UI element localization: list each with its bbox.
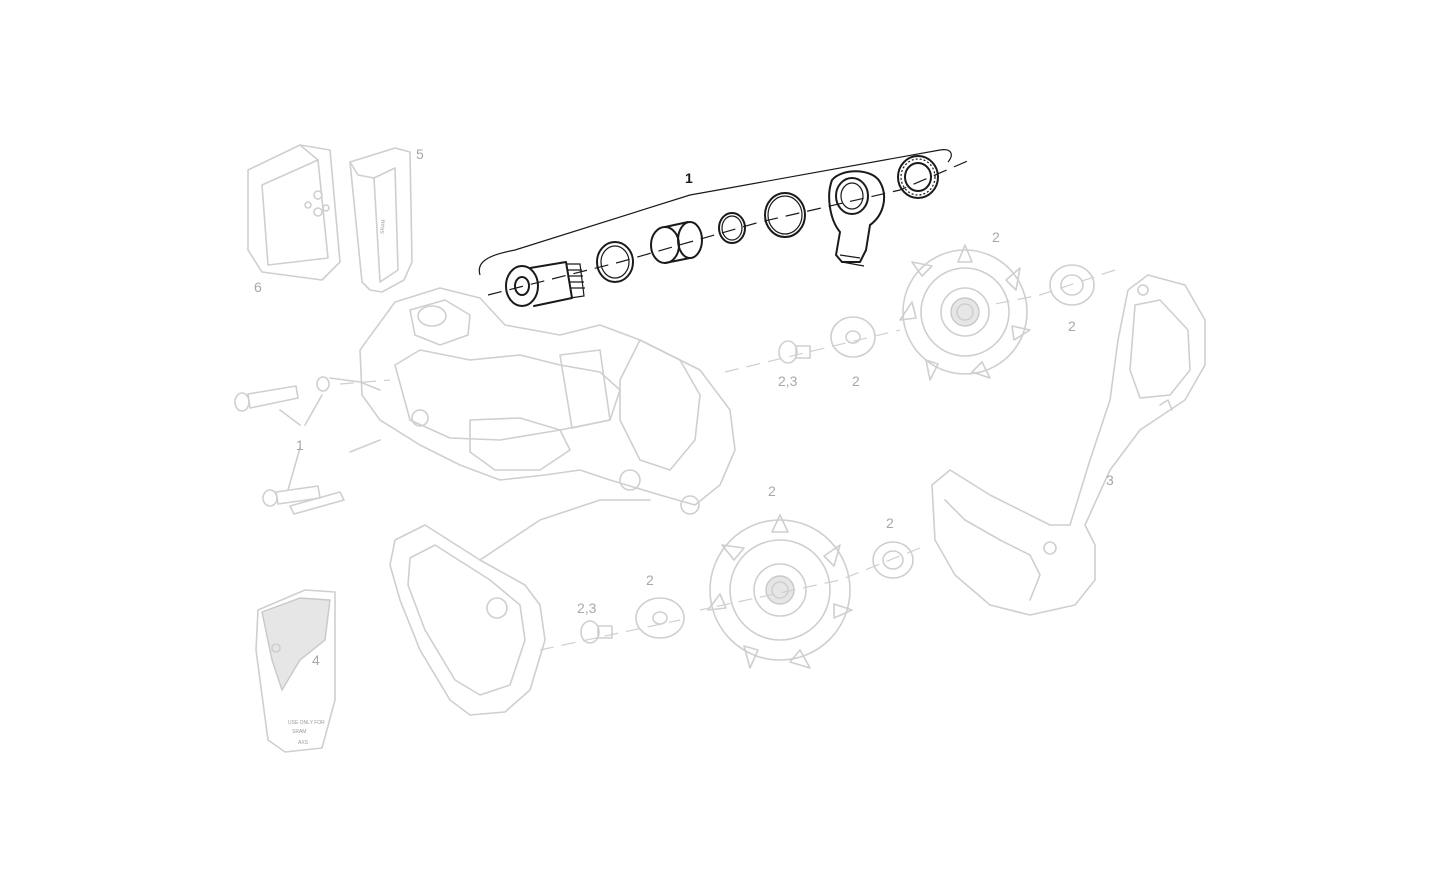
gauge-brand-text: SRAM (292, 729, 306, 735)
mounting-bolts (234, 376, 345, 515)
pulley-washers (635, 264, 1095, 639)
callout-4-gauge: 4 (312, 652, 320, 668)
callout-23-lower-bolt: 2,3 (577, 600, 597, 616)
battery-housing-part (247, 144, 341, 281)
gauge-badge-text: AXS (298, 740, 309, 746)
upper-pulley-wheel (899, 244, 1031, 381)
kit-axis-line (487, 159, 971, 296)
battery-brand-label: SRAM (380, 219, 387, 234)
kit-bracket (478, 149, 952, 276)
inner-cage-plate (389, 499, 651, 716)
bushing (650, 221, 703, 264)
callout-2-lower-washer: 2 (886, 515, 894, 531)
callout-2-mid-washer: 2 (852, 373, 860, 389)
callout-labels: 1 1 2 2 2 2 2 2 2,3 2,3 3 4 5 6 (254, 146, 1114, 668)
o-ring-large (764, 192, 806, 238)
callout-2-lower-pulley: 2 (768, 483, 776, 499)
callout-1-kit: 1 (685, 170, 693, 186)
pivot-bolt (505, 261, 585, 307)
callout-2-upper-washer: 2 (1068, 318, 1076, 334)
callout-2-upper-pulley: 2 (992, 229, 1000, 245)
pivot-link (828, 170, 886, 267)
pulley-bolts (580, 340, 811, 644)
callout-3-cage: 3 (1106, 472, 1114, 488)
ghost-axis-lines (339, 269, 1116, 651)
b-knuckle-pivot-kit (478, 149, 971, 307)
outer-cage-plate-part (931, 274, 1206, 616)
toothed-nut (897, 155, 939, 199)
lower-pulley-wheel (707, 514, 853, 669)
callout-1-bolts: 1 (296, 437, 304, 453)
callout-6-housing: 6 (254, 279, 262, 295)
o-ring-small (718, 212, 746, 244)
seal-ring (596, 241, 634, 283)
callout-5-battery: 5 (416, 146, 424, 162)
callout-23-upper-bolt: 2,3 (778, 373, 798, 389)
chain-gap-gauge-part: USE ONLY FOR SRAM AXS (255, 589, 336, 753)
callout-2-left-washer: 2 (646, 572, 654, 588)
gauge-small-text: USE ONLY FOR (288, 720, 325, 726)
battery-part: SRAM (349, 147, 413, 293)
derailleur-body (329, 287, 736, 515)
